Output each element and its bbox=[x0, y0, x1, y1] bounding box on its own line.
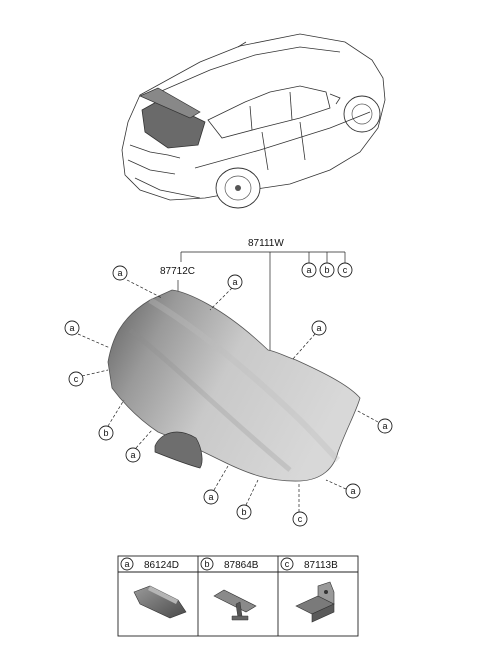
callout-a-left: a bbox=[64, 320, 111, 349]
legend-item-c: c 87113B bbox=[280, 557, 338, 571]
callout-a-lower-left: a bbox=[125, 429, 153, 463]
svg-text:b: b bbox=[241, 507, 246, 517]
svg-text:a: a bbox=[117, 268, 122, 278]
callout-a-right: a bbox=[355, 409, 393, 434]
callout-b-bottom: b bbox=[236, 479, 259, 520]
svg-text:86124D: 86124D bbox=[144, 560, 179, 571]
svg-text:87864B: 87864B bbox=[224, 560, 259, 571]
svg-text:c: c bbox=[343, 265, 348, 275]
bracket-c bbox=[295, 581, 335, 623]
callout-c-bottom: c bbox=[292, 484, 308, 527]
svg-text:87113B: 87113B bbox=[304, 560, 338, 571]
svg-text:a: a bbox=[306, 265, 311, 275]
svg-text:c: c bbox=[285, 559, 290, 569]
svg-text:c: c bbox=[74, 374, 79, 384]
fastener-b bbox=[213, 589, 257, 621]
svg-text:a: a bbox=[316, 323, 321, 333]
callout-a-right-upper: a bbox=[291, 320, 327, 361]
legend-item-b: b 87864B bbox=[200, 557, 259, 571]
vehicle-illustration bbox=[121, 33, 386, 209]
callout-a-bottom-right: a bbox=[325, 479, 361, 499]
parts-legend-table bbox=[117, 555, 359, 637]
sub-part-label: 87712C bbox=[160, 266, 195, 277]
svg-text:a: a bbox=[69, 323, 74, 333]
svg-text:a: a bbox=[124, 559, 129, 569]
callout-a-bottom-center: a bbox=[203, 465, 229, 505]
callout-c-top: c bbox=[337, 262, 353, 278]
callout-a-upper-left: a bbox=[112, 265, 163, 299]
svg-text:a: a bbox=[208, 492, 213, 502]
callout-c-left: c bbox=[68, 369, 109, 387]
rear-glass-illustration bbox=[107, 289, 361, 482]
moulding-clip-a bbox=[133, 585, 187, 619]
main-assembly-leader bbox=[180, 251, 346, 352]
svg-text:a: a bbox=[350, 486, 355, 496]
callout-a-upper-center: a bbox=[209, 274, 243, 311]
legend-item-a: a 86124D bbox=[120, 557, 179, 571]
svg-text:c: c bbox=[298, 514, 303, 524]
svg-text:b: b bbox=[103, 428, 108, 438]
svg-text:a: a bbox=[130, 450, 135, 460]
svg-text:b: b bbox=[204, 559, 209, 569]
main-assembly-label: 87111W bbox=[248, 238, 284, 249]
callout-a-top: a bbox=[301, 262, 317, 278]
svg-text:b: b bbox=[324, 265, 329, 275]
callout-b-top: b bbox=[319, 262, 335, 278]
svg-text:a: a bbox=[382, 421, 387, 431]
svg-text:a: a bbox=[232, 277, 237, 287]
callout-b-left: b bbox=[98, 399, 125, 441]
